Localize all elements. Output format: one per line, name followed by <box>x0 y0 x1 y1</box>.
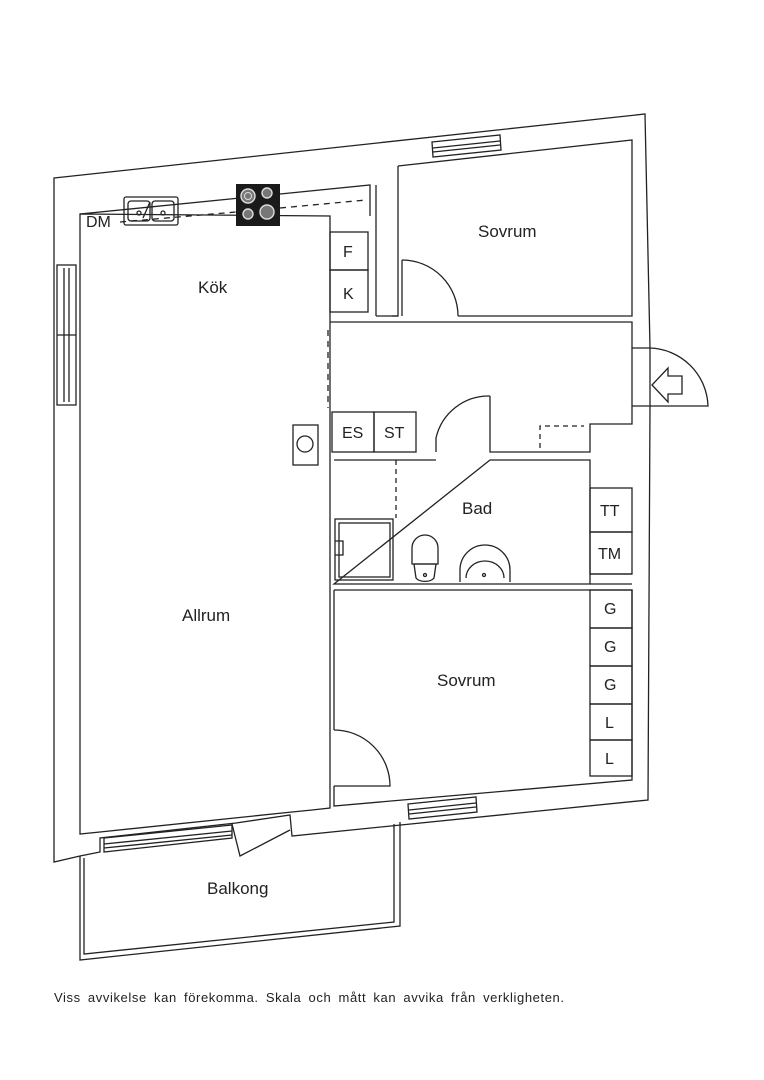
shower-icon <box>334 518 394 581</box>
unit-label-l1: L <box>605 715 614 732</box>
unit-label-g3: G <box>604 677 616 694</box>
unit-label-tt: TT <box>600 503 620 520</box>
washbasin-icon <box>459 544 511 582</box>
unit-label-st: ST <box>384 425 405 442</box>
unit-label-g2: G <box>604 639 616 656</box>
bedroom-top-wall <box>397 139 633 317</box>
drain-fixture <box>292 424 319 466</box>
kitchen-wall <box>79 184 371 216</box>
room-label-allrum: Allrum <box>182 606 230 625</box>
cooktop-icon <box>236 184 280 226</box>
unit-label-es: ES <box>342 425 363 442</box>
outer-wall <box>53 113 651 863</box>
window-balcony <box>103 824 233 853</box>
entrance-door <box>649 347 709 407</box>
window-left <box>56 264 77 406</box>
unit-label-f: F <box>343 244 353 261</box>
door-bedroom-top <box>401 259 459 317</box>
room-label-sovrum-top: Sovrum <box>478 222 537 241</box>
window-top <box>431 134 502 158</box>
room-label-balkong: Balkong <box>207 879 268 898</box>
room-label-kok: Kök <box>198 278 228 297</box>
disclaimer-text: Viss avvikelse kan förekomma. Skala och … <box>54 990 565 1005</box>
balcony-outline <box>79 822 401 961</box>
freezer-box <box>329 269 369 313</box>
toilet-icon <box>411 534 439 582</box>
sink-icon <box>123 196 179 226</box>
unit-label-tm: TM <box>598 546 621 563</box>
door-balcony <box>231 823 291 857</box>
unit-label-k: K <box>343 286 354 303</box>
unit-label-g1: G <box>604 601 616 618</box>
bathroom-wall <box>332 459 591 585</box>
room-label-sovrum-bottom: Sovrum <box>437 671 496 690</box>
bedroom-bottom-wall <box>333 589 633 807</box>
st-box <box>373 411 417 453</box>
window-bottom-right <box>407 796 478 820</box>
door-bedroom-bottom <box>333 729 391 787</box>
wardrobe-l2 <box>589 739 633 777</box>
unit-label-l2: L <box>605 751 614 768</box>
room-label-bad: Bad <box>462 499 492 518</box>
door-bathroom <box>435 395 491 452</box>
unit-label-dm: DM <box>86 214 111 231</box>
inner-wall <box>79 213 331 835</box>
